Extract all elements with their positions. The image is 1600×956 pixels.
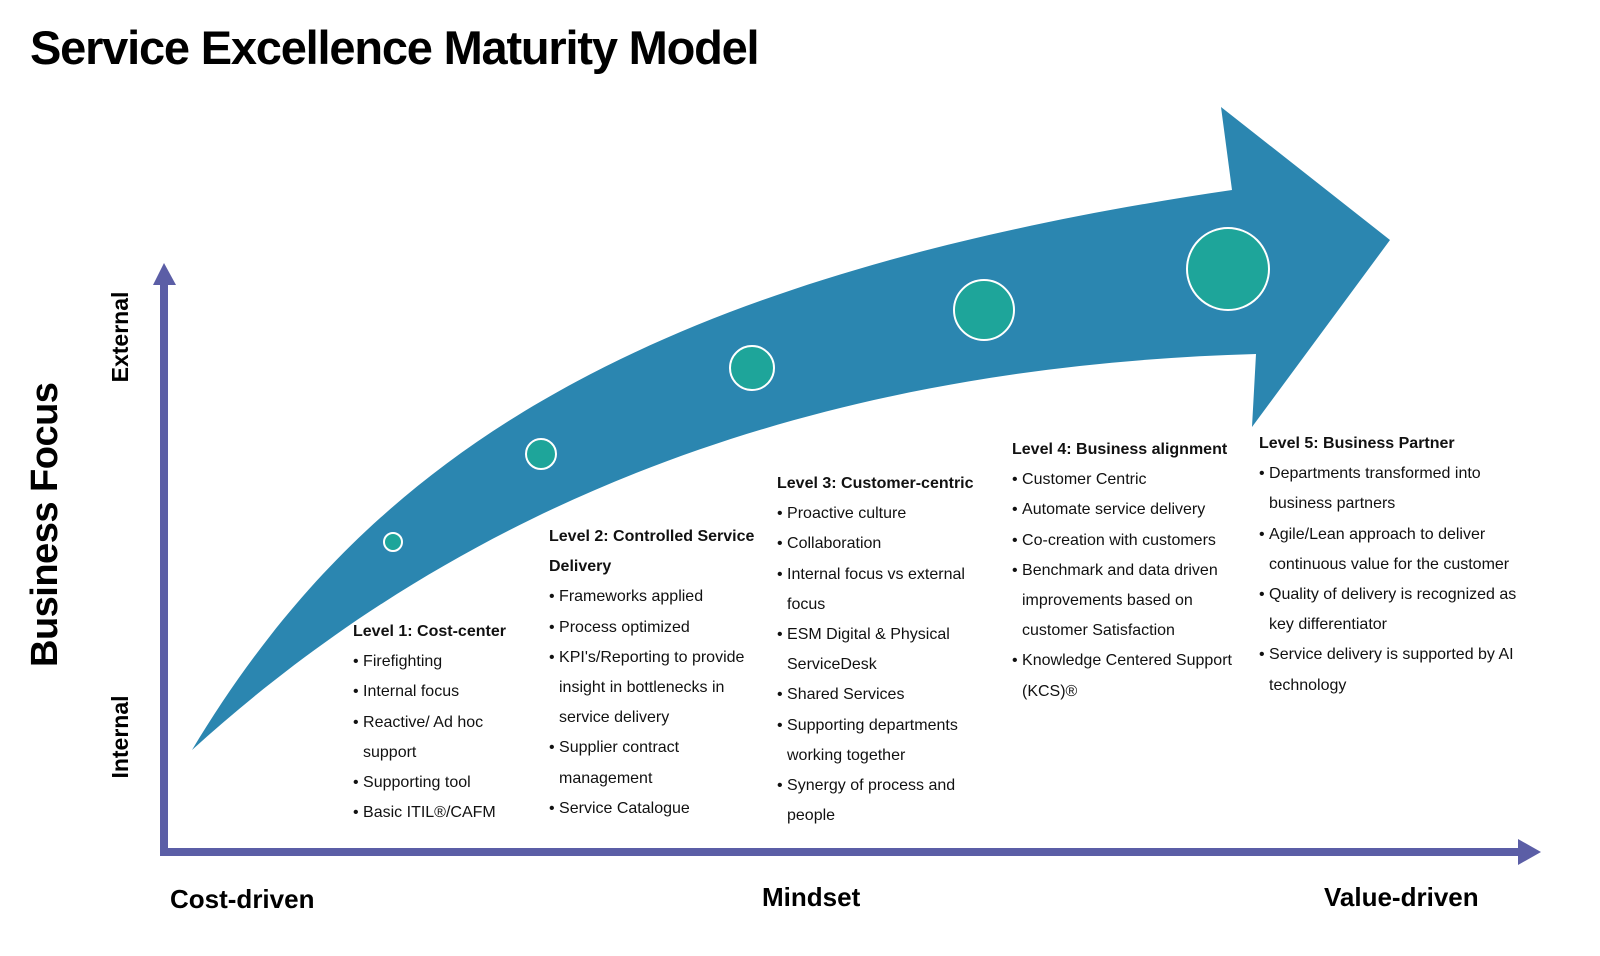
level-item: Frameworks applied [549,582,769,612]
y-axis-high-label: External [107,291,133,383]
level-item: Shared Services [777,680,992,710]
level-item: Proactive culture [777,499,992,529]
level-heading: Level 1: Cost-center [353,623,506,640]
x-axis-title: Mindset [762,882,861,912]
stage-circle-4 [953,279,1015,341]
level-item: Basic ITIL®/CAFM [353,798,538,828]
level-item: Supporting departments working together [777,711,992,771]
level-item: Supplier contract management [549,733,769,793]
x-axis-low-label: Cost-driven [170,884,315,914]
maturity-arrow [192,107,1390,750]
level-item: Service Catalogue [549,794,769,824]
level-item: Agile/Lean approach to deliver continuou… [1259,520,1521,580]
page-title: Service Excellence Maturity Model [30,21,760,74]
level-5-block: Level 5: Business Partner Departments tr… [1259,429,1521,701]
level-heading: Level 4: Business alignment [1012,441,1228,458]
level-item: Quality of delivery is recognized as key… [1259,580,1521,640]
level-items: Departments transformed into business pa… [1259,459,1521,701]
stage-circle-5 [1186,227,1270,311]
level-items: Proactive cultureCollaborationInternal f… [777,499,992,831]
level-heading: Level 5: Business Partner [1259,435,1455,452]
stage-circle-1 [383,532,403,552]
level-items: Frameworks appliedProcess optimizedKPI's… [549,582,769,824]
level-item: Automate service delivery [1012,495,1237,525]
level-4-block: Level 4: Business alignment Customer Cen… [1012,435,1237,707]
level-item: Customer Centric [1012,465,1237,495]
level-item: Synergy of process and people [777,771,992,831]
level-item: Service delivery is supported by AI tech… [1259,640,1521,700]
level-item: KPI's/Reporting to provide insight in bo… [549,643,769,734]
level-items: FirefightingInternal focusReactive/ Ad h… [353,647,538,828]
level-item: Internal focus vs external focus [777,560,992,620]
stage-circle-2 [525,438,557,470]
level-item: Supporting tool [353,768,538,798]
level-1-block: Level 1: Cost-center FirefightingInterna… [353,617,538,828]
level-item: Firefighting [353,647,538,677]
level-item: Process optimized [549,613,769,643]
level-heading: Level 2: Controlled Service Delivery [549,528,755,576]
level-item: Co-creation with customers [1012,526,1237,556]
x-axis-arrowhead [1518,839,1541,865]
level-item: ESM Digital & Physical ServiceDesk [777,620,992,680]
x-axis-high-label: Value-driven [1324,882,1479,912]
y-axis-low-label: Internal [107,695,133,779]
level-heading: Level 3: Customer-centric [777,475,974,492]
level-2-block: Level 2: Controlled Service Delivery Fra… [549,522,769,824]
level-item: Departments transformed into business pa… [1259,459,1521,519]
level-3-block: Level 3: Customer-centric Proactive cult… [777,469,992,831]
level-item: Reactive/ Ad hoc support [353,708,538,768]
level-item: Internal focus [353,677,538,707]
level-item: Knowledge Centered Support (KCS)® [1012,646,1237,706]
level-item: Collaboration [777,529,992,559]
y-axis-arrowhead [153,263,176,285]
level-item: Benchmark and data driven improvements b… [1012,556,1237,647]
y-axis-title: Business Focus [24,382,66,667]
level-items: Customer CentricAutomate service deliver… [1012,465,1237,707]
stage-circle-3 [729,345,775,391]
